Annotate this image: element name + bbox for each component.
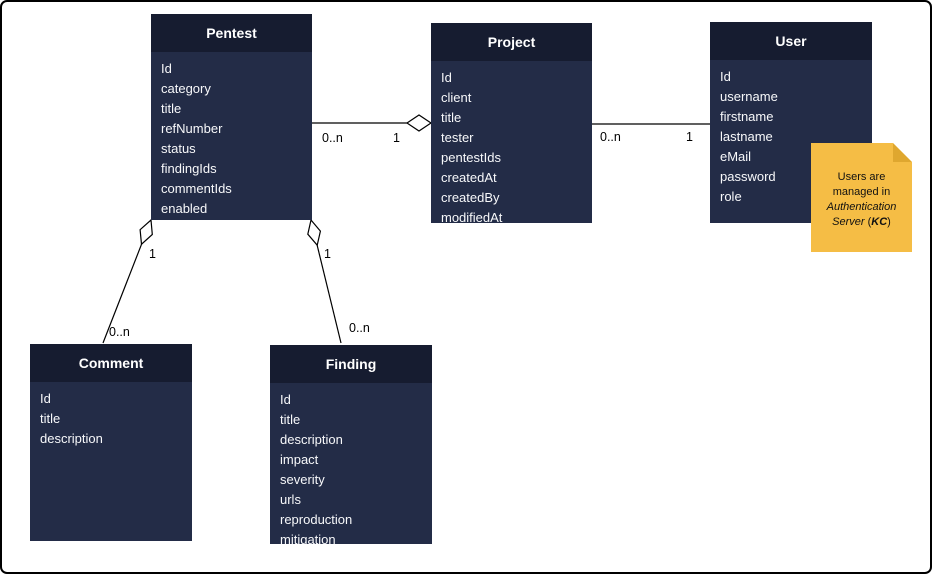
multiplicity-label: 1 <box>686 130 693 144</box>
field-row: commentIds <box>161 181 232 196</box>
note-text-segment: Authentication Server <box>826 201 897 228</box>
field-row: mitigation <box>280 532 336 544</box>
entity-fields: Id client title tester pentestIds createdAt cr… <box>431 61 592 223</box>
entity-title: Project <box>431 23 592 61</box>
field-row: title <box>161 101 182 116</box>
relationship-pentest-comment: 1 0..n <box>102 218 156 344</box>
field-row: eMail <box>720 149 752 164</box>
entity-title: Pentest <box>151 14 312 52</box>
aggregation-diamond-icon <box>139 218 153 246</box>
field-row: firstname <box>720 109 774 124</box>
field-row: category <box>161 81 211 96</box>
entity-comment: Comment Id title description <box>30 344 192 541</box>
field-row: Id <box>720 69 731 84</box>
field-row: impact <box>280 452 319 467</box>
field-row: client <box>441 90 472 105</box>
multiplicity-label: 1 <box>149 247 156 261</box>
field-row: modifiedAt <box>441 210 503 223</box>
note-fold-corner-icon <box>893 143 912 162</box>
entity-title: Comment <box>30 344 192 382</box>
field-row: enabled <box>161 201 208 216</box>
field-row: findingIds <box>161 161 217 176</box>
field-row: description <box>280 432 343 447</box>
multiplicity-label: 0..n <box>349 321 370 335</box>
field-row: lastname <box>720 129 773 144</box>
entity-project: Project Id client title tester pentestIds cre… <box>431 23 592 223</box>
entity-pentest: Pentest Id category title refNumber status fi… <box>151 14 312 220</box>
entity-fields: Id title description <box>30 382 192 456</box>
entity-fields: Id title description impact severity urls repr… <box>270 383 432 544</box>
field-row: status <box>161 141 196 156</box>
field-row: tester <box>441 130 474 145</box>
note-text-segment: ) <box>887 216 891 228</box>
field-row: password <box>720 169 776 184</box>
relationship-project-user: 0..n 1 <box>592 123 710 144</box>
field-row: Id <box>161 61 172 76</box>
field-row: role <box>720 189 742 204</box>
field-row: Id <box>280 392 291 407</box>
field-row: pentestIds <box>441 150 501 165</box>
note-text: Users are managed in Authentication Serv… <box>827 171 897 228</box>
multiplicity-label: 0..n <box>322 131 343 145</box>
field-row: title <box>280 412 301 427</box>
field-row: description <box>40 431 103 446</box>
note-text-segment: Users are managed in <box>832 171 891 198</box>
multiplicity-label: 0..n <box>109 325 130 339</box>
field-row: createdAt <box>441 170 497 185</box>
field-row: refNumber <box>161 121 223 136</box>
field-row: title <box>441 110 462 125</box>
note-text-segment: ( <box>864 216 872 228</box>
field-row: Id <box>40 391 51 406</box>
entity-fields: Id username firstname lastname eMail password… <box>710 60 872 214</box>
note-text-segment: KC <box>871 216 888 228</box>
multiplicity-label: 0..n <box>600 130 621 144</box>
field-row: Id <box>441 70 452 85</box>
multiplicity-label: 1 <box>393 131 400 145</box>
field-row: title <box>40 411 61 426</box>
field-row: urls <box>280 492 301 507</box>
sticky-note: Users are managed in Authentication Serv… <box>811 143 912 252</box>
field-row: reproduction <box>280 512 353 527</box>
aggregation-diamond-icon <box>307 218 322 247</box>
field-row: createdBy <box>441 190 500 205</box>
entity-title: User <box>710 22 872 60</box>
aggregation-diamond-icon <box>405 114 433 132</box>
entity-finding: Finding Id title description impact severity… <box>270 345 432 544</box>
entity-title: Finding <box>270 345 432 383</box>
field-row: severity <box>280 472 325 487</box>
multiplicity-label: 1 <box>324 247 331 261</box>
field-row: username <box>720 89 778 104</box>
entity-fields: Id category title refNumber status findingIds… <box>151 52 312 220</box>
relationship-pentest-project: 0..n 1 <box>312 114 433 145</box>
relationship-pentest-finding: 1 0..n <box>307 218 370 344</box>
